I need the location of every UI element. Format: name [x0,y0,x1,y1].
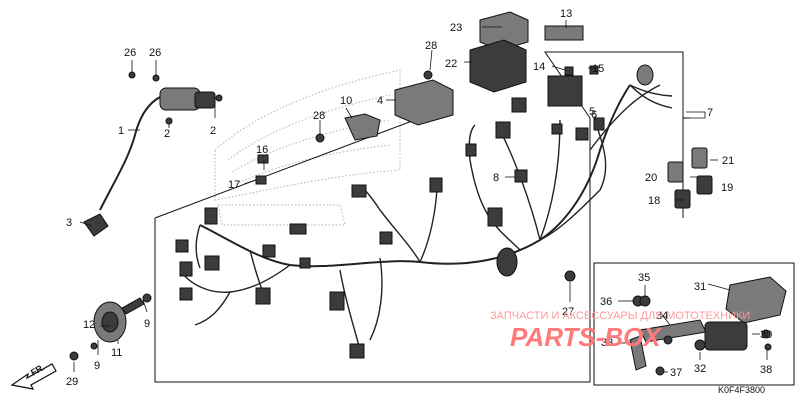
callout-7: 7 [707,107,713,119]
horn-group [69,293,152,361]
callout-28b: 28 [313,110,325,122]
callout-8: 8 [493,172,499,184]
callout-21: 21 [722,155,734,167]
watermark-brand: PARTS-BOX [510,322,662,352]
electrical-units [344,11,584,141]
callout-13: 13 [560,8,572,20]
callout-20: 20 [645,172,657,184]
callout-10: 10 [340,95,352,107]
callout-27: 27 [562,306,574,318]
watermark: ЗАПЧАСТИ И АКСЕССУАРЫ ДЛЯ МОТОТЕХНИКИ PA… [490,310,750,352]
ignition-coil [159,87,201,111]
callout-28a: 28 [425,40,437,52]
callout-33: 33 [601,337,613,349]
callout-9b: 9 [94,360,100,372]
callout-12: 12 [83,319,95,331]
leader-lines [73,20,768,373]
callout-26b: 26 [149,47,161,59]
callout-37: 37 [670,367,682,379]
callout-6: 6 [591,109,597,121]
callout-36: 36 [600,296,612,308]
callout-2b: 2 [210,125,216,137]
ignition-coil-group [83,71,223,237]
callout-9a: 9 [144,318,150,330]
callout-32: 32 [694,363,706,375]
background-logo [214,69,401,226]
callout-35: 35 [638,272,650,284]
callout-11: 11 [111,347,122,359]
callout-23: 22 [445,58,457,70]
callout-18: 18 [648,195,660,207]
watermark-caption: ЗАПЧАСТИ И АКСЕССУАРЫ ДЛЯ МОТОТЕХНИКИ [490,310,750,322]
callout-30: 30 [760,329,772,341]
spark-plug-cap [83,213,109,237]
inset-parts [629,276,787,376]
callouts: 1 2 2 3 4 5 6 7 8 9 9 10 11 12 13 14 15 … [66,8,772,388]
callout-14: 14 [533,61,545,73]
callout-34: 34 [656,310,668,322]
front-direction-arrow: FR. [10,362,57,390]
callout-3: 3 [66,217,72,229]
main-harness [175,64,673,359]
inset-box [593,262,795,386]
callout-17: 17 [228,179,240,191]
callout-26a: 26 [124,47,136,59]
callout-29: 29 [66,376,78,388]
callout-31: 31 [694,281,706,293]
relays [667,147,713,209]
callout-38: 38 [760,364,772,376]
callout-19: 19 [721,182,733,194]
diagram-code: K0F4F3800 [718,385,765,395]
callout-16: 16 [256,144,268,156]
callout-24: 23 [450,22,462,34]
callout-1: 1 [118,125,124,137]
callout-5: 5 [589,106,595,118]
callout-15: 15 [592,63,604,75]
callout-4: 4 [377,95,383,107]
callout-2a: 2 [164,128,170,140]
